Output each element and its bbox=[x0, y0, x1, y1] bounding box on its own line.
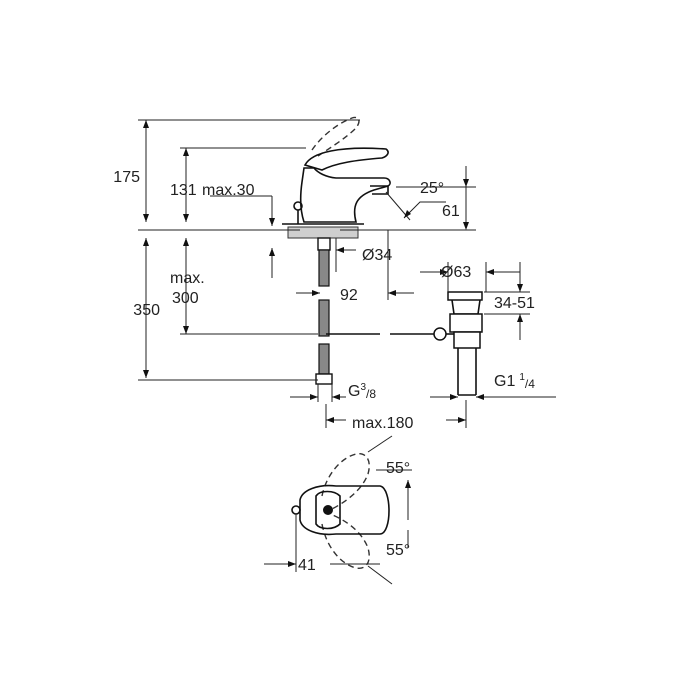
dim-55deg-bottom: 55° bbox=[386, 542, 410, 559]
dim-131: 131 bbox=[170, 182, 197, 199]
dim-max30: max.30 bbox=[202, 182, 255, 199]
hose-connector bbox=[315, 373, 333, 385]
lever-raised-outline bbox=[311, 116, 360, 157]
dim-61: 61 bbox=[442, 203, 460, 220]
lever-top-position-lower bbox=[321, 513, 370, 569]
dim-g38: G3/8 bbox=[348, 382, 376, 401]
supply-hose-middle bbox=[318, 299, 330, 337]
faucet-side-view bbox=[282, 116, 391, 385]
faucet-top-view bbox=[264, 435, 412, 585]
dim-34-51: 34-51 bbox=[494, 295, 535, 312]
spout-tip bbox=[370, 185, 389, 195]
countertop-section bbox=[287, 226, 359, 239]
dim-92: 92 bbox=[340, 287, 358, 304]
dim-350: 350 bbox=[133, 302, 160, 319]
supply-hose-upper bbox=[318, 249, 330, 287]
mounting-nut bbox=[317, 237, 331, 251]
lever-outline bbox=[303, 147, 389, 171]
dim-dia34: Ø34 bbox=[362, 247, 392, 264]
pop-up-waste bbox=[433, 291, 483, 396]
dim-300: 300 bbox=[172, 290, 199, 307]
dim-25deg: 25° bbox=[420, 180, 444, 197]
dim-175: 175 bbox=[113, 169, 140, 186]
dim-max: max. bbox=[170, 270, 205, 287]
supply-hose-lower bbox=[318, 343, 330, 375]
dim-dia63: Ø63 bbox=[441, 264, 471, 281]
dim-max180: max.180 bbox=[352, 415, 413, 432]
faucet-body-outline bbox=[299, 167, 391, 223]
dim-41: 41 bbox=[298, 557, 316, 574]
dimension-lines bbox=[138, 119, 556, 428]
drain-knob-top bbox=[291, 505, 301, 515]
lever-top-position-upper bbox=[321, 453, 370, 511]
lever-top-outline bbox=[299, 484, 390, 536]
dim-55deg-top: 55° bbox=[386, 460, 410, 477]
